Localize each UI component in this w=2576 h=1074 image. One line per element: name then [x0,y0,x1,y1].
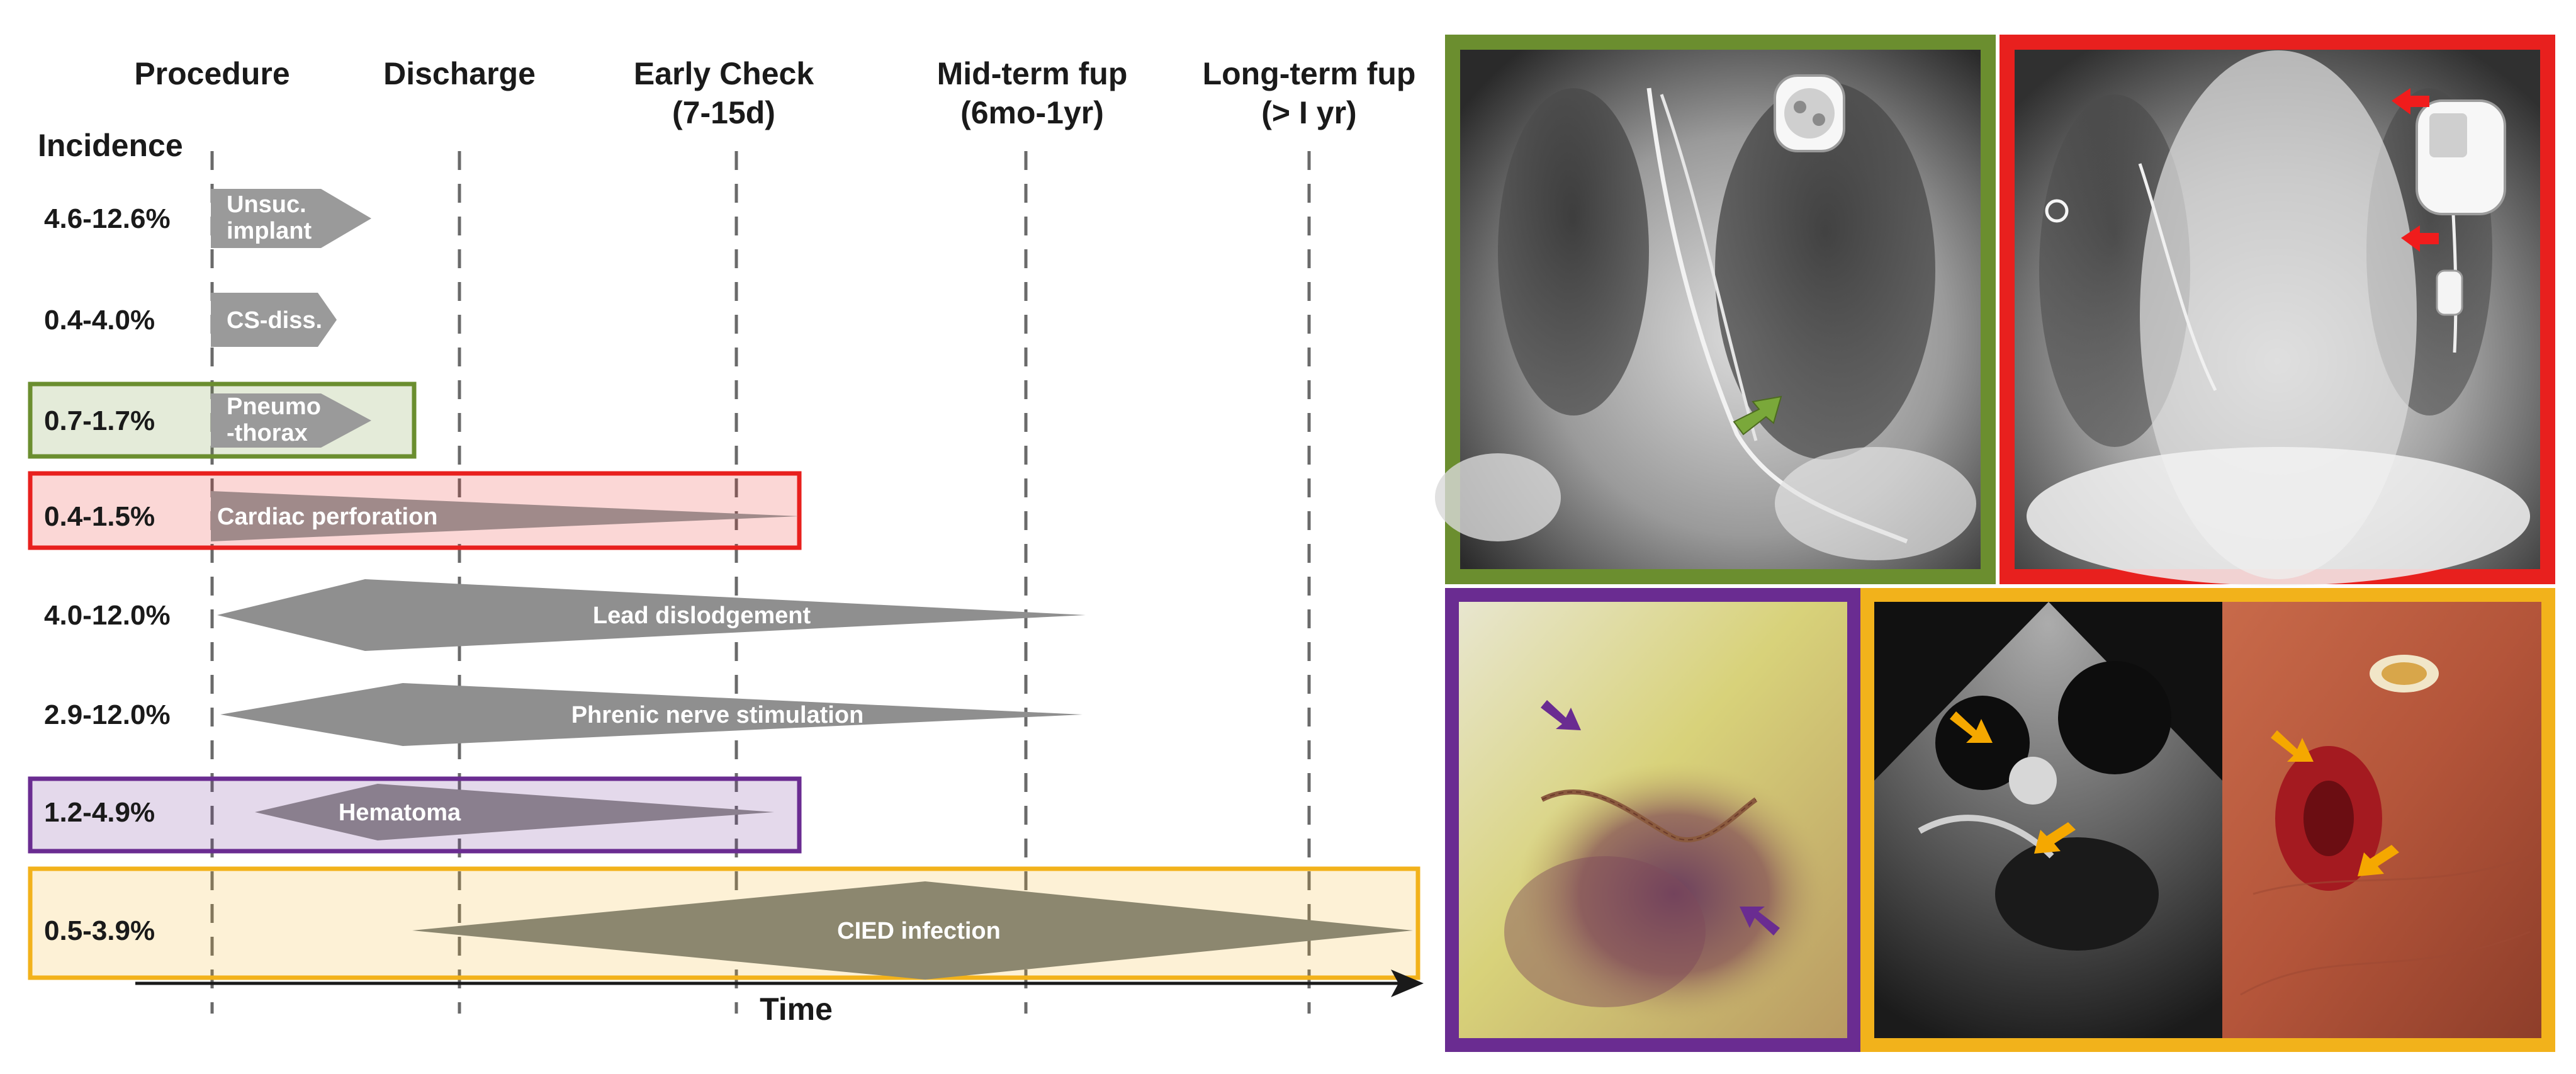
xray-panel-red [1999,35,2555,585]
complication-label: Hematoma [339,800,461,826]
time-axis-arrowhead [1391,969,1424,997]
hematoma-panel-purple [1445,588,1861,1052]
phase-header: Early Check (7-15d) [634,56,814,130]
infection-panel-yellow [1860,588,2555,1052]
complication-label-line: CIED infection [837,918,1001,944]
complication-row: 4.0-12.0% Lead dislodgement [44,579,1086,651]
incidence-value: 0.4-4.0% [44,305,155,336]
complication-label-line: -thorax [227,420,308,446]
incidence-value: 0.7-1.7% [44,405,155,436]
phase-headers: Procedure Discharge Early Check (7-15d) Mid-… [134,56,1415,130]
phase-header: Procedure [134,56,290,91]
complication-label-line: implant [227,218,312,244]
complication-label: Phrenic nerve stimulation [571,702,864,728]
complication-label-line: Unsuc. [227,191,307,218]
purple-arrow-icon-lower [1740,907,1780,936]
complication-label: CS-diss. [227,307,322,334]
duration-shape [211,491,799,541]
complication-rows: 4.6-12.6%Unsuc.implant0.4-4.0%CS-diss.0.… [28,189,1420,980]
complication-label: Lead dislodgement [593,602,811,629]
incidence-value: 4.0-12.0% [44,600,171,631]
complication-row: 0.5-3.9% CIED infection [28,866,1420,980]
complication-label: CIED infection [837,918,1001,944]
complication-label-line: Lead dislodgement [593,602,811,629]
complication-label-line: Pneumo [227,393,321,420]
complication-row: 0.4-4.0% CS-diss. [44,293,337,347]
complication-label: Unsuc.implant [227,191,312,244]
incidence-header: Incidence [38,128,183,163]
complication-row: 4.6-12.6% Unsuc.implant [44,189,371,248]
phase-header: Mid-term fup (6mo-1yr) [937,56,1128,130]
purple-arrow-icon-upper [1541,700,1581,730]
incidence-value: 0.5-3.9% [44,915,155,946]
phase-header-line: (6mo-1yr) [960,95,1104,130]
red-arrow-icon-lower [2401,225,2439,252]
red-arrow-icon-upper [2392,88,2429,115]
yellow-arrow-icon-wound-upper [2271,730,2314,762]
complication-row: 2.9-12.0% Phrenic nerve stimulation [44,683,1083,746]
phase-header-line: Procedure [134,56,290,91]
duration-shape [220,683,1083,746]
green-arrow-icon [1733,395,1782,436]
time-axis: Time [135,969,1424,1027]
complication-row: 0.4-1.5% Cardiac perforation [28,471,802,550]
yellow-arrow-icon-echo-upper [1950,711,1993,743]
yellow-arrow-icon-echo-lower [2034,822,2076,854]
phase-header-line: Mid-term fup [937,56,1128,91]
incidence-value: 2.9-12.0% [44,699,171,730]
duration-shape [412,881,1413,980]
incidence-value: 4.6-12.6% [44,203,171,234]
phase-header-line: Long-term fup [1203,56,1416,91]
complication-label-line: Phrenic nerve stimulation [571,702,864,728]
complication-label-line: CS-diss. [227,307,322,334]
complication-label: Pneumo-thorax [227,393,321,446]
defibrillator-icon [2416,99,2506,316]
incidence-value: 1.2-4.9% [44,797,155,828]
phase-header-line: (7-15d) [672,95,775,130]
phase-header: Discharge [383,56,536,91]
complication-row: 1.2-4.9% Hematoma [28,776,802,854]
phase-header-line: Discharge [383,56,536,91]
duration-shape [217,579,1086,651]
complication-label-line: Cardiac perforation [217,504,438,530]
complication-label-line: Hematoma [339,800,461,826]
incidence-value: 0.4-1.5% [44,501,155,532]
yellow-arrow-icon-wound-lower [2358,845,2399,876]
duration-shape [211,293,337,347]
duration-shape [211,393,371,448]
phase-header-line: Early Check [634,56,814,91]
complication-label: Cardiac perforation [217,504,438,530]
phase-header-line: (> I yr) [1261,95,1356,130]
xray-panel-green [1435,35,1996,584]
complication-row: 0.7-1.7% Pneumo-thorax [28,382,417,459]
pacemaker-icon [1774,74,1845,152]
time-axis-label: Time [760,992,833,1027]
phase-header: Long-term fup (> I yr) [1203,56,1416,130]
complication-timeline: Procedure Discharge Early Check (7-15d) Mid-… [28,56,1424,1027]
highlight-box [28,471,802,550]
duration-shape [211,189,371,248]
duration-shape [255,784,774,840]
image-panels [1435,35,2555,1052]
